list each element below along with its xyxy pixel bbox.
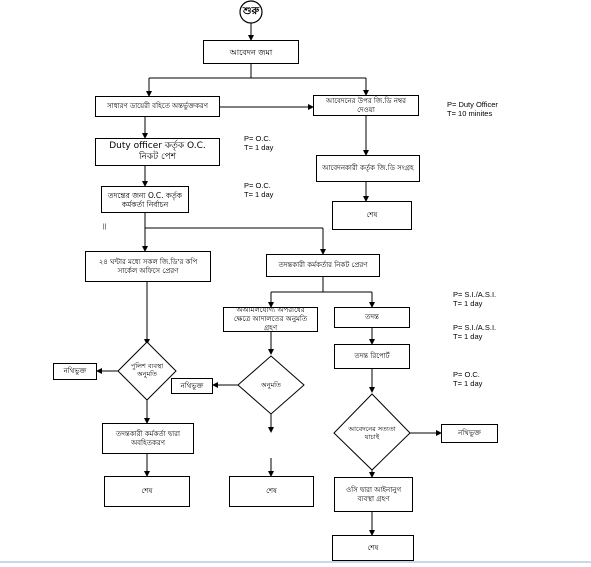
note-4-time: T= 1 day	[453, 299, 483, 308]
note-6-time: T= 1 day	[453, 379, 483, 388]
note-2-person: P= O.C.	[244, 134, 271, 143]
note-1-time: T= 10 minites	[447, 109, 493, 118]
start-node	[239, 0, 263, 24]
note-3-person: P= O.C.	[244, 181, 271, 190]
box-disposed-1: নথিভুক্ত	[53, 363, 97, 380]
note-1-person: P= Duty Officer	[447, 100, 498, 109]
box-send-copies: ২৪ ঘন্টার মধ্যে সকল জি.ডি'র কপি সার্কেল …	[85, 251, 211, 282]
box-disposed-3: নথিভুক্ত	[441, 424, 498, 443]
box-disposed-2: নথিভুক্ত	[171, 378, 213, 394]
box-end-2: শেষ	[104, 476, 190, 507]
box-send-officer: তদন্তকারী কর্মকর্তার নিকট প্রেরণ	[266, 254, 380, 277]
decision-permission	[237, 355, 305, 415]
decision-police-action	[117, 341, 177, 401]
decision-permission-label: অনুমতি	[261, 381, 281, 389]
box-applicant-gd: আবেদনকারী কর্তৃক জি.ডি সংগ্রহ	[316, 155, 420, 182]
box-legal-action: ওসি দ্বারা আইনানুগ ব্যবস্থা গ্রহণ	[334, 477, 413, 512]
box-end-3: শেষ	[229, 476, 314, 507]
box-oc-select: তদন্তের জন্য O.C. কর্তৃক কর্মকর্তা নির্ব…	[101, 186, 189, 213]
decision-police-action-label: পুলিশ ব্যবস্থা অনুমতি	[130, 362, 164, 378]
box-report: তদন্ত রিপোর্ট	[334, 344, 410, 369]
box-end-4: শেষ	[332, 535, 414, 561]
note-2-time: T= 1 day	[244, 143, 274, 152]
decision-verify	[333, 393, 411, 471]
stray-mark: ||	[103, 224, 107, 230]
box-gd-entry: সাধারণ ডায়েরী বহিতে অন্তর্ভুক্তকরণ	[95, 96, 220, 117]
box-investigation: তদন্ত	[334, 307, 410, 328]
bottom-divider	[0, 561, 591, 563]
box-court-permission: অআমলযোগ্য অপরাধের ক্ষেত্রে আদালতের অনুমত…	[223, 306, 318, 332]
box-end-1: শেষ	[332, 201, 412, 230]
start-label: শুরু	[242, 6, 260, 17]
decision-verify-label: আবেদনের সত্যতা যাচাই	[348, 425, 396, 441]
note-4-person: P= S.I./A.S.I.	[453, 290, 497, 299]
note-5-time: T= 1 day	[453, 332, 483, 341]
box-inform-officer: তদন্তকারী কর্মকর্তা দ্বারা অবহিতকরণ	[102, 423, 194, 454]
box-duty-officer: Duty officer কর্তৃক O.C. নিকট পেশ	[95, 138, 220, 166]
box-gd-number: আবেদনের উপর জি.ডি নম্বর দেওয়া	[313, 95, 419, 116]
box-submit-application: আবেদন জমা	[203, 40, 299, 64]
note-5-person: P= S.I./A.S.I.	[453, 323, 497, 332]
note-3-time: T= 1 day	[244, 190, 274, 199]
note-6-person: P= O.C.	[453, 370, 480, 379]
